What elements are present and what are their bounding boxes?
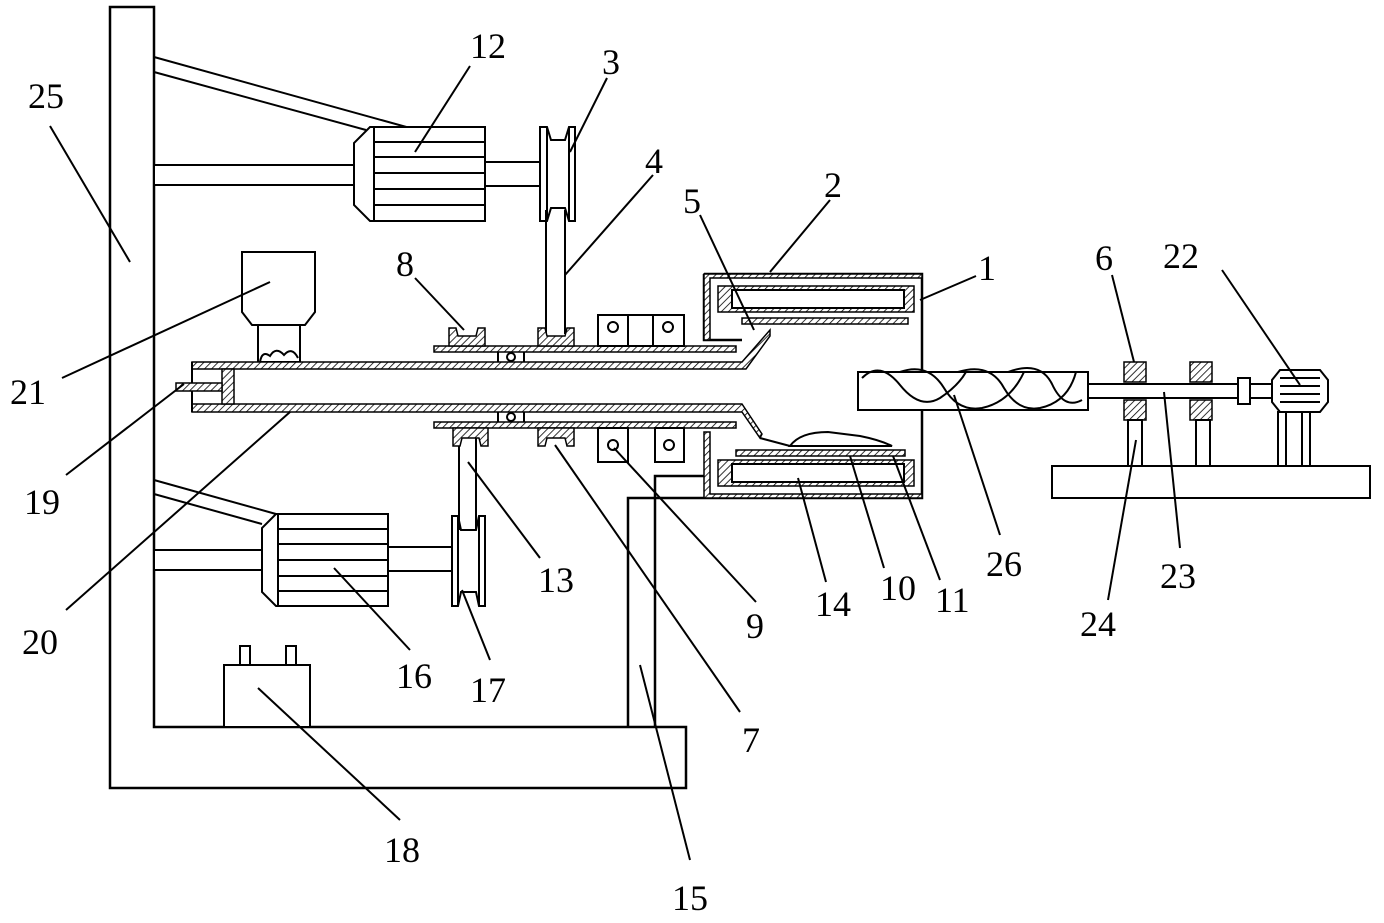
screw-shaft bbox=[857, 367, 1089, 411]
label-5: 5 bbox=[683, 181, 701, 221]
drive-unit bbox=[1051, 361, 1371, 499]
label-22: 22 bbox=[1163, 236, 1199, 276]
upper-pulley bbox=[539, 126, 576, 222]
label-19: 19 bbox=[24, 482, 60, 522]
lower-motor-assembly bbox=[153, 479, 455, 607]
sleeve-pulley-right bbox=[537, 327, 575, 447]
label-20: 20 bbox=[22, 622, 58, 662]
controller-box bbox=[223, 645, 311, 728]
label-12: 12 bbox=[470, 26, 506, 66]
label-6: 6 bbox=[1095, 238, 1113, 278]
label-16: 16 bbox=[396, 656, 432, 696]
label-23: 23 bbox=[1160, 556, 1196, 596]
label-4: 4 bbox=[645, 141, 663, 181]
part-labels: 1 2 3 4 5 6 7 8 9 10 11 12 13 14 15 16 1… bbox=[10, 26, 1199, 918]
bearing-blocks bbox=[597, 314, 685, 463]
label-10: 10 bbox=[880, 568, 916, 608]
upper-belt bbox=[545, 210, 566, 334]
label-1: 1 bbox=[978, 248, 996, 288]
label-24: 24 bbox=[1080, 604, 1116, 644]
label-2: 2 bbox=[824, 165, 842, 205]
label-17: 17 bbox=[470, 670, 506, 710]
label-15: 15 bbox=[672, 878, 708, 918]
label-25: 25 bbox=[28, 76, 64, 116]
label-9: 9 bbox=[746, 606, 764, 646]
label-21: 21 bbox=[10, 372, 46, 412]
upper-motor-assembly bbox=[153, 56, 542, 222]
label-11: 11 bbox=[935, 580, 970, 620]
hopper bbox=[241, 251, 316, 363]
label-3: 3 bbox=[602, 42, 620, 82]
outer-sleeve bbox=[433, 345, 737, 429]
leader-lines bbox=[49, 65, 1301, 861]
lower-belt bbox=[458, 432, 477, 530]
label-18: 18 bbox=[384, 830, 420, 870]
label-14: 14 bbox=[815, 584, 851, 624]
frame bbox=[108, 5, 688, 790]
label-7: 7 bbox=[742, 720, 760, 760]
label-13: 13 bbox=[538, 560, 574, 600]
label-8: 8 bbox=[396, 244, 414, 284]
mold-housing bbox=[653, 272, 924, 500]
label-26: 26 bbox=[986, 544, 1022, 584]
sleeve-pulley-left bbox=[448, 327, 489, 447]
lower-pulley bbox=[451, 515, 486, 607]
